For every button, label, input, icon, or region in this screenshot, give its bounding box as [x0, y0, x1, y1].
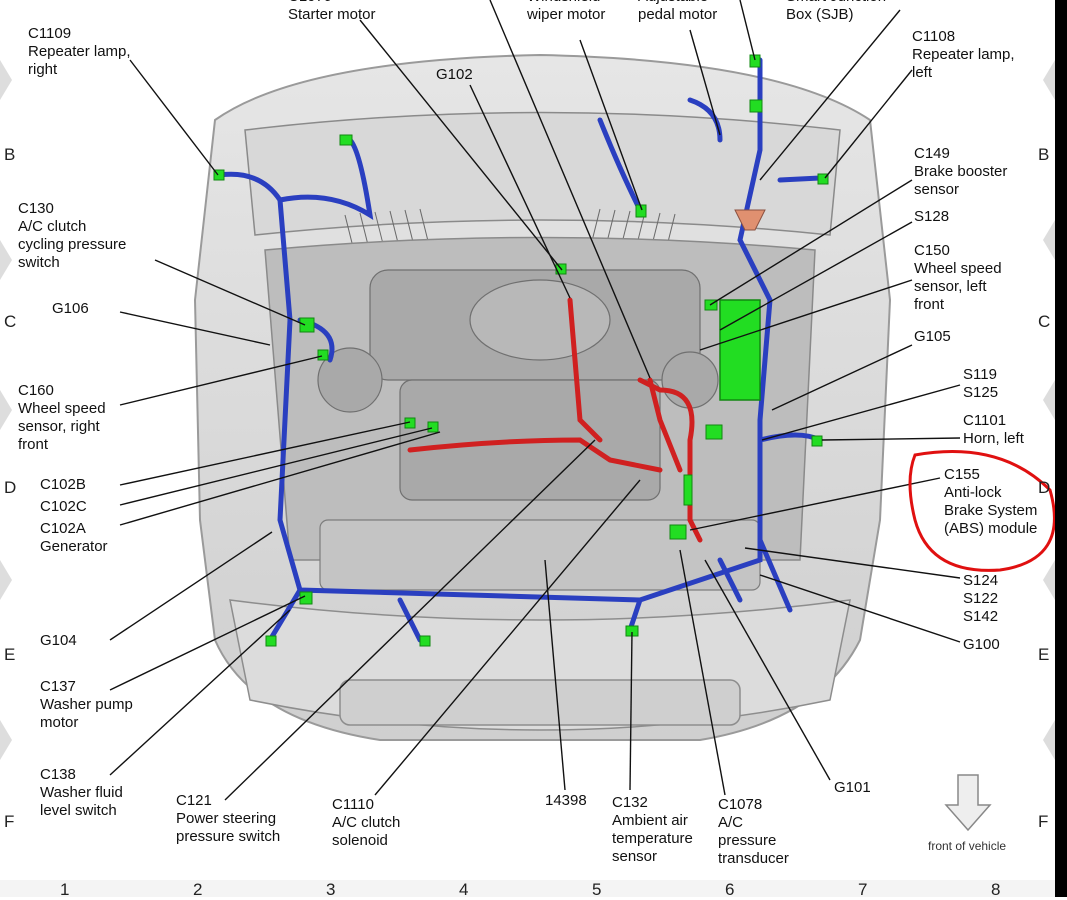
label-g105: G105	[914, 328, 951, 345]
grid-row-f-left: F	[4, 812, 15, 831]
label-g106: G106	[52, 300, 89, 317]
label-g102: G102	[436, 66, 473, 83]
grid-col-7: 7	[858, 880, 868, 899]
grid-col-6: 6	[725, 880, 735, 899]
label-wiper: Windshield wiper motor	[527, 0, 606, 23]
right-border	[1055, 0, 1067, 897]
label-c130: C130 A/C clutch cycling pressure switch	[18, 200, 127, 271]
grid-col-4: 4	[459, 880, 469, 899]
grid-row-e-right: E	[1038, 645, 1050, 664]
label-c102c: C102C	[40, 498, 87, 515]
grid-col-5: 5	[592, 880, 602, 899]
front-arrow-icon	[944, 774, 992, 832]
label-g101: G101	[834, 779, 871, 796]
side-arrows	[0, 60, 1055, 760]
label-c1110: C1110 A/C clutch solenoid	[332, 796, 401, 849]
grid-col-3: 3	[326, 880, 336, 899]
grid-row-e-left: E	[4, 645, 16, 664]
label-s128: S128	[914, 208, 950, 225]
grid-row-d-left: D	[4, 478, 17, 497]
label-c1108: C1108 Repeater lamp, left	[912, 28, 1015, 81]
label-pedal: Adjustable pedal motor	[638, 0, 718, 23]
label-s119: S119 S125	[963, 366, 999, 401]
label-c138: C138 Washer fluid level switch	[40, 766, 123, 819]
grid-row-f-right: F	[1038, 812, 1049, 831]
label-c149: C149 Brake booster sensor	[914, 145, 1008, 198]
label-c160: C160 Wheel speed sensor, right front	[18, 382, 106, 453]
label-c150: C150 Wheel speed sensor, left front	[914, 242, 1002, 313]
grid-row-c-left: C	[4, 312, 17, 331]
red-harness	[407, 297, 703, 543]
label-c155: C155 Anti-lock Brake System (ABS) module	[944, 466, 1038, 537]
grid-col-1: 1	[60, 880, 70, 899]
label-s124: S124 S122 S142	[963, 572, 999, 625]
label-c102b: C102B	[40, 476, 86, 493]
label-c1101: C1101 Horn, left	[963, 412, 1024, 447]
label-c1078: C1078 A/C pressure transducer	[718, 796, 789, 867]
label-c1109: C1109 Repeater lamp, right	[28, 25, 131, 78]
label-front-of-vehicle: front of vehicle	[928, 839, 1007, 853]
label-g104: G104	[40, 632, 77, 649]
label-c1079: C1079 Starter motor	[288, 0, 376, 23]
grid-row-d-right: D	[1038, 478, 1051, 497]
grid-row-b-left: B	[4, 145, 16, 164]
label-sjb: Smart Junction Box (SJB)	[786, 0, 886, 23]
cowl	[244, 111, 841, 236]
highlight-circle	[908, 450, 1056, 572]
label-14398: 14398	[545, 792, 587, 809]
label-c121: C121 Power steering pressure switch	[176, 792, 281, 845]
label-c137: C137 Washer pump motor	[40, 678, 133, 731]
front-bumper	[229, 599, 851, 731]
grid-row-b-right: B	[1038, 145, 1050, 164]
label-c132: C132 Ambient air temperature sensor	[612, 794, 693, 865]
grid-col-8: 8	[991, 880, 1001, 899]
bottom-bar	[0, 880, 1055, 897]
leader-lines	[109, 0, 961, 801]
abs-module-shape	[719, 299, 761, 401]
grid-col-2: 2	[193, 880, 203, 899]
label-g100: G100	[963, 636, 1000, 653]
inline-component	[734, 209, 766, 231]
grid-row-c-right: C	[1038, 312, 1051, 331]
label-c102a: C102A Generator	[40, 520, 108, 555]
